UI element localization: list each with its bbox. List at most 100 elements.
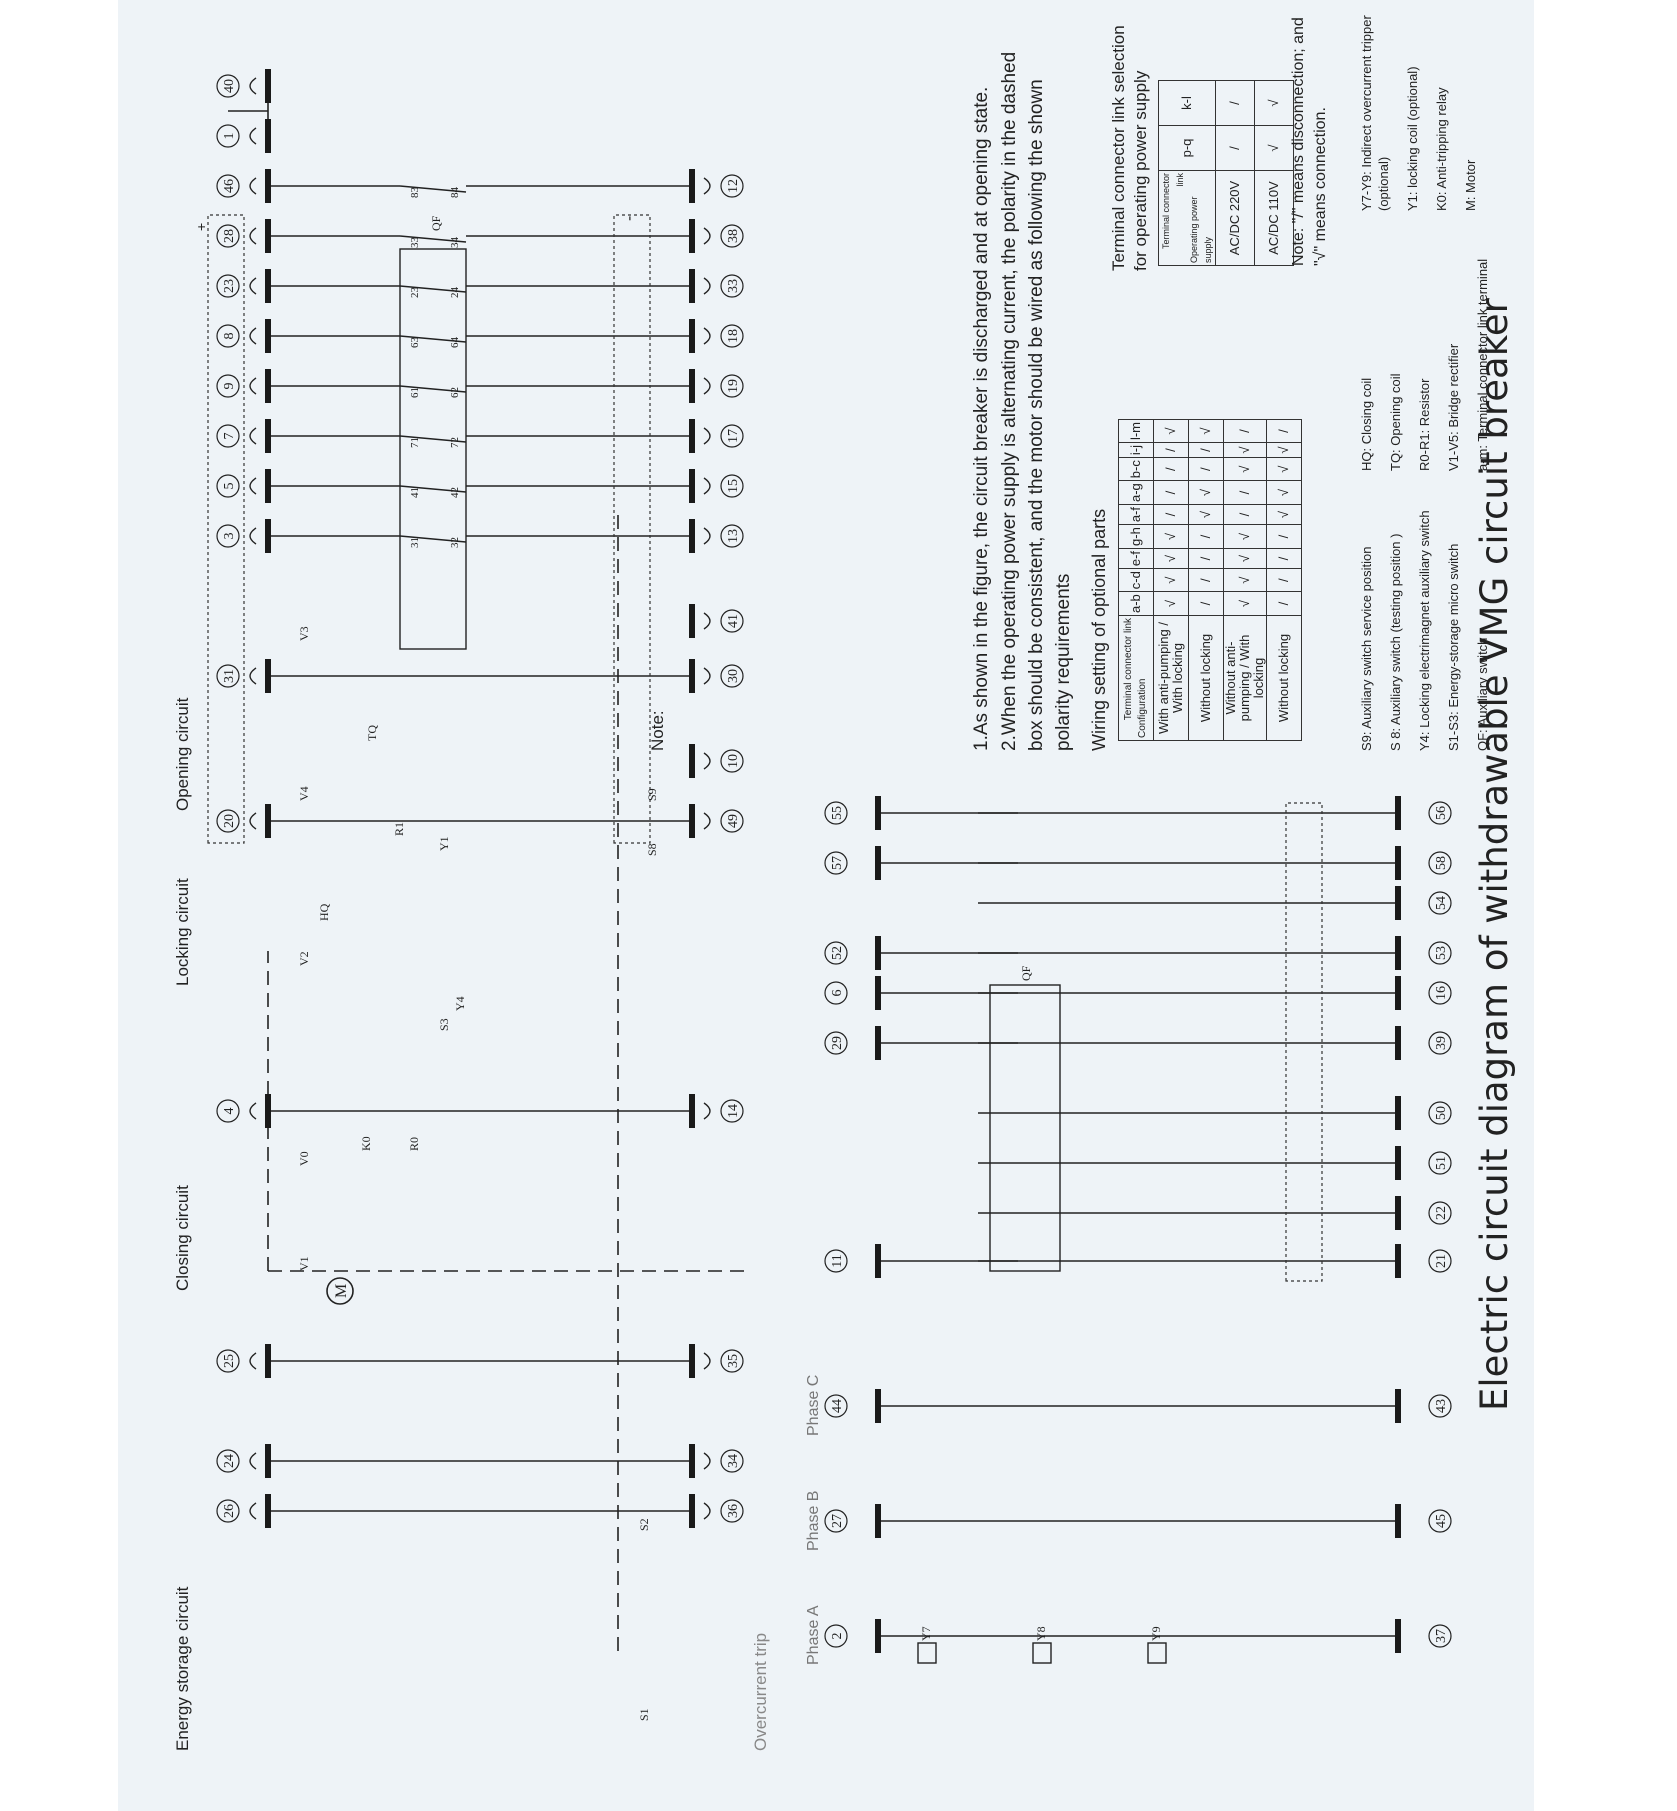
lower-terminal-bar bbox=[689, 659, 695, 693]
qf-contact-bottom-number: 32 bbox=[449, 537, 461, 548]
terminal-cap bbox=[249, 277, 257, 295]
upper-terminal-bar bbox=[265, 659, 271, 693]
label-phase-c: Phase C bbox=[805, 1375, 822, 1436]
terminal-cap bbox=[703, 812, 711, 830]
terminal-number-ring bbox=[216, 274, 240, 298]
notes-heading: Note: bbox=[648, 710, 667, 751]
qf-contact-blade bbox=[399, 235, 467, 243]
y7-label: Y7 bbox=[919, 1626, 933, 1641]
s2-label: S2 bbox=[637, 1518, 651, 1531]
lower-terminal-bar bbox=[689, 1444, 695, 1478]
upper-terminal-number: 5 bbox=[222, 483, 237, 490]
terminal-number-ring bbox=[1428, 891, 1452, 915]
overcurrent-top-bar bbox=[875, 1504, 881, 1538]
qf-contact-top-number: 63 bbox=[409, 337, 421, 349]
terminal-cap bbox=[703, 1102, 711, 1120]
label-opening-circuit: Opening circuit bbox=[173, 697, 192, 811]
aux-top-bar bbox=[875, 936, 881, 970]
aux-bottom-number: 16 bbox=[1434, 986, 1449, 1000]
terminal-number-ring bbox=[824, 1624, 848, 1648]
y9-label: Y9 bbox=[1149, 1626, 1163, 1641]
lower-terminal-bar bbox=[689, 219, 695, 253]
terminal-cap bbox=[249, 377, 257, 395]
lower-dashed-terminal-box bbox=[613, 214, 651, 844]
aux-bottom-number: 58 bbox=[1434, 856, 1449, 870]
overcurrent-bottom-bar bbox=[1395, 1504, 1401, 1538]
aux-bottom-number: 53 bbox=[1434, 946, 1449, 960]
terminal-cap bbox=[703, 177, 711, 195]
lower-terminal-number: 19 bbox=[726, 379, 741, 393]
qf-contact-top-number: 83 bbox=[409, 187, 421, 199]
terminal-number-ring bbox=[1428, 1201, 1452, 1225]
v4-label: V4 bbox=[297, 786, 311, 801]
aux-bottom-bar bbox=[1395, 1196, 1401, 1230]
terminal-number-ring bbox=[720, 809, 744, 833]
upper-terminal-bar bbox=[265, 1444, 271, 1478]
terminal-cap bbox=[703, 667, 711, 685]
terminal-number-ring bbox=[216, 664, 240, 688]
qf-aux-block bbox=[989, 984, 1061, 1272]
terminal-number-ring bbox=[720, 524, 744, 548]
terminal-number-ring bbox=[720, 1449, 744, 1473]
terminal-cap bbox=[703, 1452, 711, 1470]
terminal-number-ring bbox=[720, 749, 744, 773]
terminal-number-ring bbox=[824, 1249, 848, 1273]
lower-terminal-bar bbox=[689, 604, 695, 638]
terminal-cap bbox=[249, 477, 257, 495]
terminal-number-ring bbox=[216, 524, 240, 548]
label-overcurrent-trip: Overcurrent trip bbox=[751, 1633, 770, 1751]
lower-terminal-number: 30 bbox=[726, 669, 741, 683]
overcurrent-top-bar bbox=[875, 1619, 881, 1653]
terminal-cap bbox=[703, 1502, 711, 1520]
y8-label: Y8 bbox=[1034, 1626, 1048, 1641]
aux-top-bar bbox=[875, 796, 881, 830]
aux-bottom-bar bbox=[1395, 1096, 1401, 1130]
lower-terminal-number: 35 bbox=[726, 1354, 741, 1368]
terminal-number-ring bbox=[720, 174, 744, 198]
aux-bottom-bar bbox=[1395, 1026, 1401, 1060]
y7-coil bbox=[917, 1642, 937, 1664]
s3-label: S3 bbox=[437, 1018, 451, 1031]
lower-terminal-bar bbox=[689, 804, 695, 838]
terminal-number-ring bbox=[824, 1394, 848, 1418]
qf-contact-bottom-number: 62 bbox=[449, 387, 461, 398]
upper-terminal-number: 40 bbox=[222, 79, 237, 93]
terminal-number-ring bbox=[720, 609, 744, 633]
upper-terminal-number: 4 bbox=[222, 1108, 237, 1115]
lower-terminal-bar bbox=[689, 369, 695, 403]
overcurrent-bottom-number: 37 bbox=[1434, 1629, 1449, 1643]
terminal-number-ring bbox=[1428, 981, 1452, 1005]
upper-terminal-bar bbox=[265, 469, 271, 503]
label-phase-a: Phase A bbox=[805, 1605, 822, 1665]
terminal-number-ring bbox=[720, 424, 744, 448]
terminal-cap bbox=[703, 1352, 711, 1370]
qf-contact-blade bbox=[399, 335, 467, 343]
overcurrent-bottom-number: 45 bbox=[1434, 1514, 1449, 1528]
terminal-number-ring bbox=[216, 1449, 240, 1473]
upper-terminal-number: 9 bbox=[222, 383, 237, 390]
upper-terminal-number: 20 bbox=[222, 814, 237, 828]
terminal-number-ring bbox=[720, 374, 744, 398]
motor-symbol bbox=[326, 1277, 354, 1305]
terminal-cap bbox=[703, 377, 711, 395]
qf-contact-blade bbox=[399, 185, 467, 193]
aux-bottom-bar bbox=[1395, 886, 1401, 920]
lower-terminal-number: 10 bbox=[726, 754, 741, 768]
terminal-cap bbox=[249, 667, 257, 685]
upper-terminal-bar bbox=[265, 1094, 271, 1128]
terminal-number-ring bbox=[824, 941, 848, 965]
y9-coil bbox=[1147, 1642, 1167, 1664]
terminal-number-ring bbox=[216, 474, 240, 498]
qf-block-label: QF bbox=[429, 215, 443, 231]
terminal-number-ring bbox=[720, 1349, 744, 1373]
motor-label: M bbox=[333, 1284, 350, 1298]
lower-terminal-bar bbox=[689, 744, 695, 778]
lower-terminal-number: 18 bbox=[726, 329, 741, 343]
overcurrent-bottom-bar bbox=[1395, 1619, 1401, 1653]
upper-terminal-bar bbox=[265, 519, 271, 553]
terminal-number-ring bbox=[216, 1349, 240, 1373]
upper-dashed-terminal-box bbox=[207, 214, 245, 844]
hq-label: HQ bbox=[317, 903, 331, 921]
terminal-cap bbox=[703, 427, 711, 445]
upper-terminal-number: 25 bbox=[222, 1354, 237, 1368]
